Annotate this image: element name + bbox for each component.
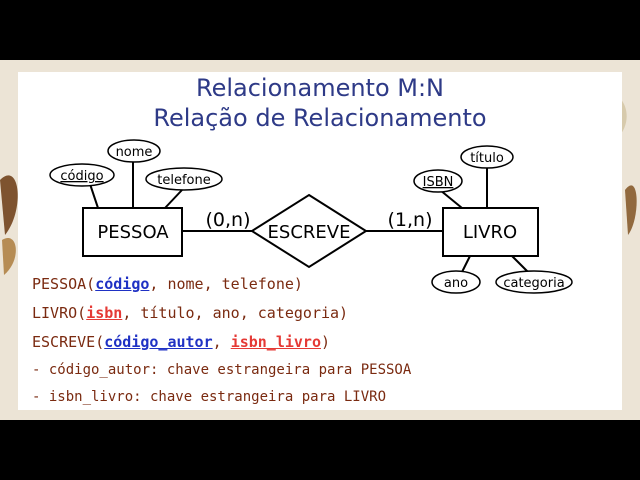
attribute-categoria-label: categoria <box>503 276 564 291</box>
attribute-isbn-label: ISBN <box>423 175 454 190</box>
relationship-escreve <box>250 193 368 269</box>
attribute-ano <box>431 270 481 294</box>
entity-livro <box>442 207 539 257</box>
schema-livro: LIVRO(isbn, título, ano, categoria) <box>32 304 348 322</box>
attribute-nome <box>107 139 161 163</box>
attribute-categoria <box>495 270 573 294</box>
schema-pessoa-prefix: PESSOA( <box>32 275 96 293</box>
relationship-escreve-label: ESCREVE <box>268 222 351 243</box>
slide-subtitle: Relação de Relacionamento <box>153 104 487 132</box>
attribute-codigo <box>49 163 115 187</box>
schema-pessoa: PESSOA(código, nome, telefone) <box>32 275 303 293</box>
entity-pessoa <box>82 207 183 257</box>
attribute-titulo-label: título <box>470 151 504 166</box>
cardinality-left: (0,n) <box>206 209 251 231</box>
schema-escreve: ESCREVE(código_autor, isbn_livro) <box>32 333 330 351</box>
entity-livro-label: LIVRO <box>463 222 517 243</box>
slide-title: Relacionamento M:N <box>195 74 445 102</box>
schema-escreve-sep: , <box>212 333 231 351</box>
schema-pessoa-key: código <box>95 275 150 293</box>
attribute-nome-label: nome <box>116 145 153 160</box>
schema-escreve-prefix: ESCREVE( <box>32 333 105 351</box>
attribute-titulo <box>460 145 514 169</box>
schema-escreve-key2: isbn_livro <box>230 333 321 351</box>
schema-pessoa-rest: , nome, telefone) <box>149 275 303 293</box>
schema-note-fk1: - código_autor: chave estrangeira para P… <box>32 362 412 378</box>
schema-livro-key: isbn <box>86 304 123 322</box>
attribute-codigo-label: código <box>60 169 103 184</box>
schema-livro-rest: , título, ano, categoria) <box>122 304 349 322</box>
attribute-telefone-label: telefone <box>157 173 210 188</box>
entity-pessoa-label: PESSOA <box>97 222 169 243</box>
schema-note-fk2: - isbn_livro: chave estrangeira para LIV… <box>32 389 387 405</box>
cardinality-right: (1,n) <box>388 209 433 231</box>
schema-escreve-key1: código_autor <box>104 333 213 351</box>
schema-livro-prefix: LIVRO( <box>32 304 87 322</box>
schema-escreve-suffix: ) <box>321 333 331 351</box>
attribute-ano-label: ano <box>444 276 468 291</box>
attribute-telefone <box>145 167 223 191</box>
attribute-isbn <box>413 169 463 193</box>
